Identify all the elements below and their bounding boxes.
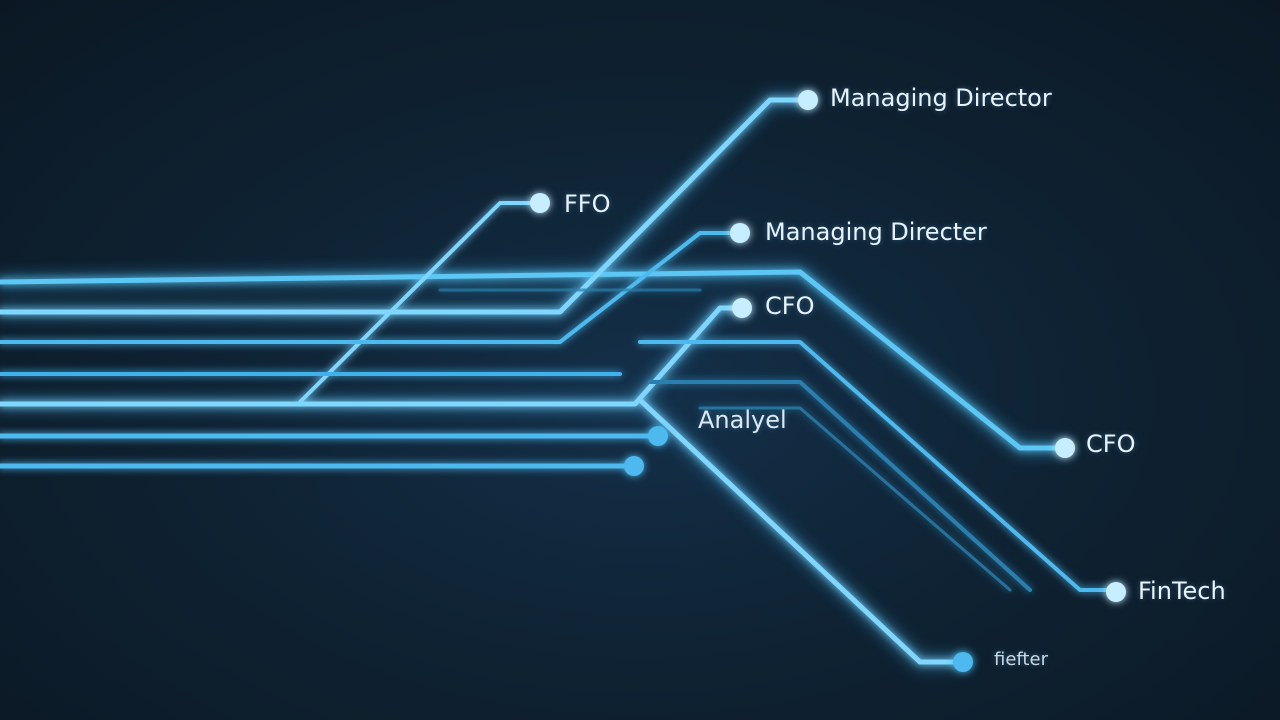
lines [0,97,1118,665]
node-managing-director-top [798,90,818,110]
path-line-fintech-a [638,340,1118,592]
node-cfo-upper [732,298,752,318]
label-cfo-upper: CFO [765,292,815,320]
node-fintech [1106,582,1126,602]
path-line-cfo-right [0,269,1068,451]
label-fintech: FinTech [1138,577,1226,605]
node-cfo-right [1055,438,1075,458]
path-line-ffo [298,201,542,404]
label-managing-directer: Managing Directer [765,218,987,246]
node-bottom [953,652,973,672]
path-line-cfo-upper [0,305,745,407]
path-line-managing-directer [0,231,740,344]
node-short [624,456,644,476]
label-cfo-right: CFO [1086,430,1136,458]
glow-layer [0,95,1070,667]
label-bottom: fiefter [994,649,1048,670]
path-line-bottom [637,397,966,665]
node-analyst [648,426,668,446]
label-ffo: FFO [564,190,611,218]
path-line-managing-director-top [0,97,811,315]
node-managing-directer [730,223,750,243]
label-analyst: Analyel [698,406,787,434]
path-line-fintech-c [698,406,1012,592]
label-managing-director-top: Managing Director [830,84,1052,112]
node-ffo [530,193,550,213]
nodes [530,90,1126,672]
path-line-fintech-b [648,380,1032,592]
